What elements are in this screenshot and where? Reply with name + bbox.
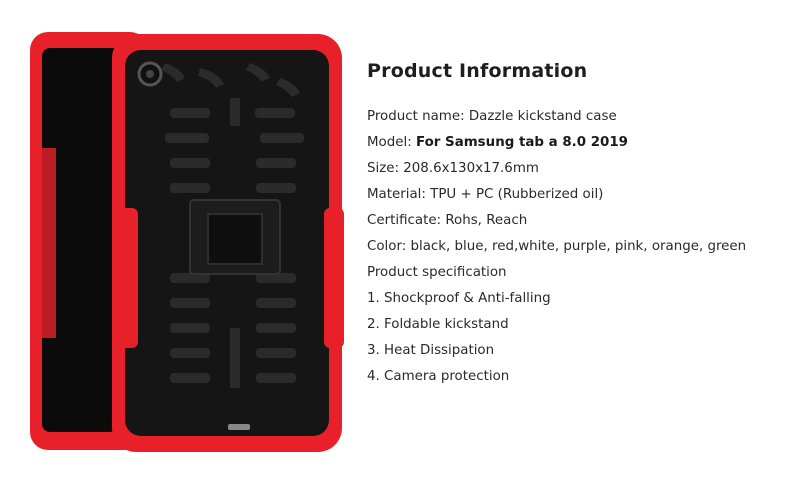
certificate-label: Certificate: <box>367 213 446 228</box>
product-image <box>20 28 360 458</box>
material-line: Material: TPU + PC (Rubberized oil) <box>367 182 787 208</box>
size-line: Size: 208.6x130x17.6mm <box>367 156 787 182</box>
spec-heading-line: Product specification <box>367 260 787 286</box>
spec-item: 2. Foldable kickstand <box>367 312 787 338</box>
size-value: 208.6x130x17.6mm <box>403 161 539 176</box>
spec-item-text: 2. Foldable kickstand <box>367 317 509 332</box>
product-name-value: Dazzle kickstand case <box>468 109 617 124</box>
model-value: For Samsung tab a 8.0 2019 <box>415 135 629 150</box>
spec-item-text: 1. Shockproof & Anti-falling <box>367 291 551 306</box>
product-info-title: Product Information <box>367 60 588 82</box>
product-name-line: Product name: Dazzle kickstand case <box>367 104 787 130</box>
spec-item-text: 3. Heat Dissipation <box>367 343 495 358</box>
material-label: Material: <box>367 187 431 202</box>
product-name-label: Product name: <box>367 109 469 124</box>
model-label: Model: <box>367 135 416 150</box>
color-line: Color: black, blue, red,white, purple, p… <box>367 234 787 260</box>
spec-item: 4. Camera protection <box>367 364 787 390</box>
certificate-value: Rohs, Reach <box>445 213 528 228</box>
tablet-case-icon <box>30 32 344 452</box>
color-label: Color: <box>367 239 411 254</box>
kickstand-icon <box>189 199 281 275</box>
certificate-line: Certificate: Rohs, Reach <box>367 208 787 234</box>
spec-item: 3. Heat Dissipation <box>367 338 787 364</box>
size-label: Size: <box>367 161 404 176</box>
product-info-panel: Product Information Product name: Dazzle… <box>367 60 787 390</box>
material-value: TPU + PC (Rubberized oil) <box>430 187 604 202</box>
spec-item: 1. Shockproof & Anti-falling <box>367 286 787 312</box>
model-line: Model: For Samsung tab a 8.0 2019 <box>367 130 787 156</box>
color-value: black, blue, red,white, purple, pink, or… <box>410 239 747 254</box>
spec-item-text: 4. Camera protection <box>367 369 510 384</box>
spec-heading: Product specification <box>367 265 507 280</box>
